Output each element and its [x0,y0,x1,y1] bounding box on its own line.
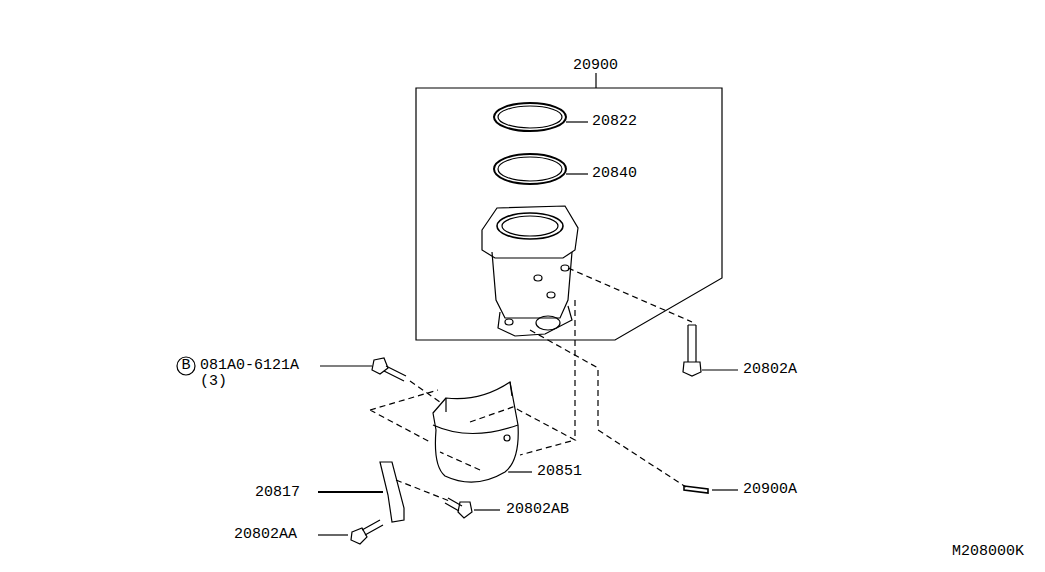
heat-shield [446,382,512,412]
bolt-shaft [384,366,406,381]
bracket [380,462,404,522]
leader-line [508,471,532,472]
leader-line [320,365,372,366]
heat-shield [433,425,518,434]
converter-flange [482,206,578,258]
leader-line [712,489,738,490]
leader-line [474,509,500,510]
callout-number: 20840 [592,166,637,182]
leader-line [595,73,596,88]
seal-ring [498,157,562,181]
ref-letter: B [181,358,190,374]
bolt-head [683,362,701,376]
gasket-ring [498,106,562,128]
leader-line [318,534,348,535]
stud-hole [547,292,555,298]
converter-outlet [536,316,560,330]
stud-hole [534,275,542,281]
heat-shield [433,382,518,482]
callout-number: 20802AB [506,502,569,518]
dashed-path [568,268,692,322]
bolt-head [458,502,472,518]
part-number: 081A0-6121A [200,358,299,374]
leader-line [702,369,738,370]
seal-ring [494,154,566,184]
stud-hole [505,319,513,325]
converter-outlet [498,306,572,336]
dashed-path [410,381,440,402]
dashed-path [396,480,452,502]
converter-body [492,252,572,318]
gasket-ring [494,103,566,131]
diagram-code: M208000K [952,544,1024,560]
assembly-paths [370,268,692,502]
stud-hole [561,265,569,271]
callout-number: 20900 [573,58,618,74]
converter-inlet [497,213,563,239]
assembly-group [416,73,722,340]
callout-number: 20851 [537,464,582,480]
bolt-shaft [688,325,696,362]
assembly-outline [416,88,722,340]
leader-line [318,491,383,493]
bolt-head [351,528,367,544]
stud [684,486,708,493]
callout-number: 20817 [255,485,300,501]
callout-number: 20802AA [234,527,297,543]
dashed-path [370,390,575,470]
dashed-path [574,300,575,440]
leader-line [566,121,588,122]
heat-shield [433,382,532,482]
callout-number: 20802A [743,362,797,378]
converter-inlet [502,216,558,236]
quantity-note: (3) [200,374,227,390]
callout-number: 20900A [743,482,797,498]
callout-number: 20822 [592,114,637,130]
fasteners [177,325,738,544]
dashed-path [530,330,686,487]
leader-line [566,173,588,174]
stud-hole [504,435,510,441]
ref-circle [177,357,195,375]
